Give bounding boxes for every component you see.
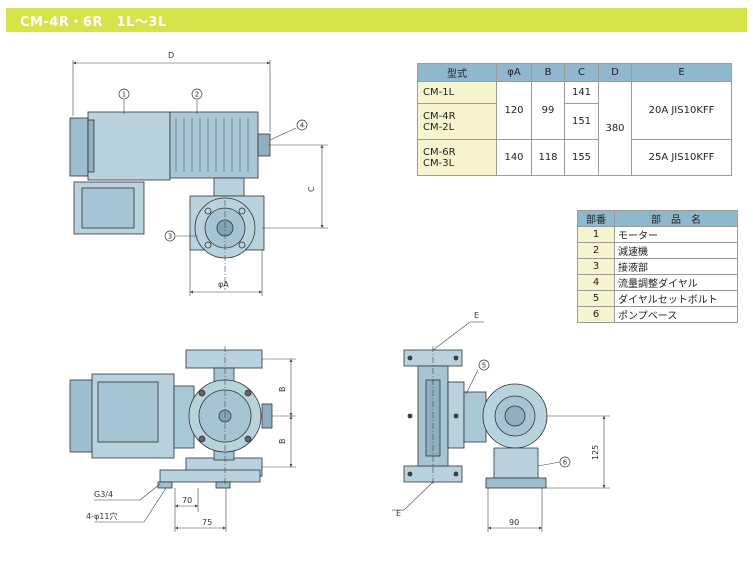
part-name: 減速機 [614, 242, 738, 259]
part-name: ポンプベース [614, 306, 738, 323]
callout-5-label: 5 [482, 362, 486, 370]
model-name: CM-3L [423, 157, 455, 169]
dim-e-top-label: E [474, 311, 479, 320]
callout-3-label: 3 [168, 233, 172, 241]
model-name: CM-2L [423, 121, 455, 133]
spec-table-header: 型式 φA B C D E [417, 63, 732, 82]
side-view-dimensions [392, 321, 610, 532]
header-c: C [564, 63, 599, 82]
part-number: 2 [577, 242, 615, 259]
header-d: D [598, 63, 632, 82]
list-item: 3 接液部 [577, 258, 738, 275]
model-cell: CM-6R CM-3L [417, 139, 497, 176]
dim-75-label: 75 [202, 518, 212, 527]
e-cell: 25A JIS10KFF [631, 139, 732, 176]
callout-1-label: 1 [122, 91, 126, 99]
part-name: モーター [614, 226, 738, 243]
side-view-drawing [403, 349, 548, 489]
header-e: E [631, 63, 732, 82]
part-number: 3 [577, 258, 615, 275]
header-b: B [531, 63, 565, 82]
callout-6-label: 6 [563, 459, 568, 467]
part-number: 1 [577, 226, 615, 243]
part-number: 6 [577, 306, 615, 323]
page-title: CM-4R・6R 1L〜3L [20, 15, 167, 30]
header-part-number: 部番 [577, 210, 615, 227]
model-cell: CM-4R CM-2L [417, 103, 497, 140]
list-item: 5 ダイヤルセットボルト [577, 290, 738, 307]
c-cell: 151 [564, 103, 599, 140]
callout-5 [478, 359, 490, 371]
header-model: 型式 [417, 63, 497, 82]
list-item: 4 流量調整ダイヤル [577, 274, 738, 291]
dim-e-bottom-label: E [396, 509, 401, 518]
dim-70-label: 70 [182, 496, 192, 505]
callout-4-label: 4 [300, 122, 305, 130]
dim-125-label: 125 [591, 445, 600, 460]
phia-cell: 120 [496, 81, 532, 140]
table-row: CM-1L 120 99 141 380 20A JIS10KFF [417, 81, 732, 176]
part-name: 流量調整ダイヤル [614, 274, 738, 291]
model-name: CM-6R [423, 146, 456, 158]
table-row: CM-6R CM-3L 140 118 155 25A JIS10KFF [417, 139, 732, 176]
header-part-name: 部 品 名 [614, 210, 738, 227]
model-name: CM-4R [423, 110, 456, 122]
holes-label: 4-φ11穴 [86, 511, 117, 521]
e-cell: 20A JIS10KFF [631, 81, 732, 140]
title-bar: CM-4R・6R 1L〜3L [6, 8, 747, 32]
callout-2 [191, 88, 203, 100]
spec-table: 型式 φA B C D E CM-1L 120 99 141 380 20A J… [417, 63, 732, 176]
part-name: 接液部 [614, 258, 738, 275]
dim-90-label: 90 [509, 518, 519, 527]
dim-c-label: C [307, 186, 316, 192]
list-item: 2 減速機 [577, 242, 738, 259]
b-cell: 99 [531, 81, 565, 140]
callout-4 [296, 119, 308, 131]
b-cell: 118 [531, 139, 565, 176]
front-view-drawing [69, 349, 273, 489]
parts-table-header: 部番 部 品 名 [577, 210, 738, 227]
phia-cell: 140 [496, 139, 532, 176]
c-cell: 141 [564, 81, 599, 104]
dim-b-top-label: B [278, 387, 287, 393]
part-name: ダイヤルセットボルト [614, 290, 738, 307]
dim-phia-label: φA [218, 280, 229, 289]
dim-b-bottom-label: B [278, 439, 287, 445]
top-view-drawing [69, 111, 271, 259]
g34-label: G3/4 [94, 490, 113, 499]
list-item: 1 モーター [577, 226, 738, 243]
callout-3 [164, 230, 176, 242]
callout-1 [118, 88, 130, 100]
front-view-dimensions [94, 346, 296, 532]
table-row: CM-4R CM-2L 151 [417, 103, 732, 140]
model-cell: CM-1L [417, 81, 497, 104]
d-cell: 380 [598, 81, 632, 176]
list-item: 6 ポンプベース [577, 306, 738, 323]
callout-2-label: 2 [195, 91, 199, 99]
part-number: 4 [577, 274, 615, 291]
top-view-dimensions [72, 60, 328, 296]
part-number: 5 [577, 290, 615, 307]
header-phia: φA [496, 63, 532, 82]
c-cell: 155 [564, 139, 599, 176]
dim-d-label: D [168, 51, 174, 60]
parts-table: 部番 部 品 名 1 モーター 2 減速機 3 接液部 4 流量調整ダイヤル 5… [577, 210, 738, 323]
